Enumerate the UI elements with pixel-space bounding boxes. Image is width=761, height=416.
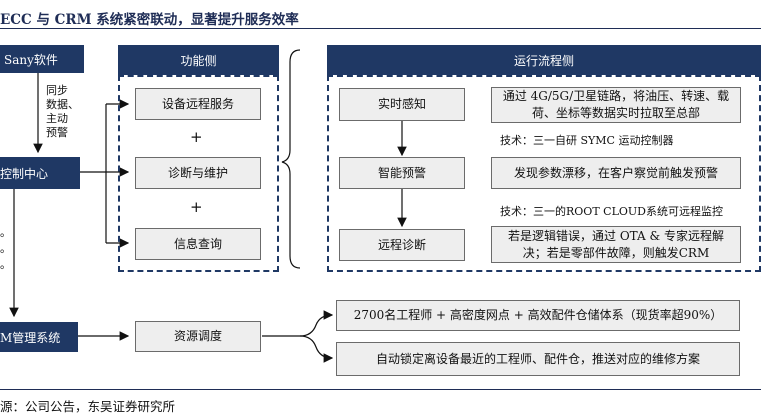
process-panel-header: 运行流程侧 bbox=[327, 45, 761, 75]
sany-software-box: Sany软件 bbox=[0, 45, 84, 73]
process-step-warning: 智能预警 bbox=[339, 157, 465, 189]
process-step-warning-desc: 发现参数漂移，在客户察觉前触发预警 bbox=[491, 157, 741, 189]
plus-sign: + bbox=[190, 128, 203, 146]
footer-divider bbox=[0, 389, 761, 390]
tech-note-root-cloud: 技术：三一的ROOT CLOUD系统可远程监控 bbox=[500, 205, 723, 218]
side-char: 。 bbox=[0, 226, 11, 239]
sync-label: 同步 数据、 主动 预警 bbox=[46, 84, 79, 140]
sync-label-line: 预警 bbox=[46, 126, 68, 139]
function-item-diagnosis: 诊断与维护 bbox=[135, 157, 261, 189]
resource-output-engineers: 2700名工程师 + 高密度网点 + 高效配件仓储体系（现货率超90%） bbox=[336, 300, 740, 331]
process-panel bbox=[327, 75, 761, 272]
source-note: 源：公司公告，东吴证券研究所 bbox=[0, 399, 176, 414]
function-item-info-query: 信息查询 bbox=[135, 228, 261, 260]
function-panel-header: 功能侧 bbox=[118, 45, 279, 75]
function-panel bbox=[118, 75, 279, 272]
title-divider bbox=[0, 28, 761, 29]
page-title: ECC 与 CRM 系统紧密联动，显著提升服务效率 bbox=[0, 12, 299, 28]
tech-note-symc: 技术：三一自研 SYMC 运动控制器 bbox=[500, 134, 674, 147]
resource-scheduling-box: 资源调度 bbox=[135, 321, 261, 352]
control-center-box: 控制中心 bbox=[0, 157, 80, 189]
sync-label-line: 同步 bbox=[46, 84, 68, 97]
plus-sign: + bbox=[190, 198, 203, 216]
process-step-perception: 实时感知 bbox=[339, 88, 465, 121]
resource-output-dispatch: 自动锁定离设备最近的工程师、配件仓，推送对应的维修方案 bbox=[336, 342, 740, 376]
sync-label-line: 主动 bbox=[46, 112, 68, 125]
side-char: 。 bbox=[0, 258, 11, 271]
process-step-perception-desc: 通过 4G/5G/卫星链路，将油压、转速、载荷、坐标等数据实时拉取至总部 bbox=[491, 87, 741, 123]
process-step-diagnosis-desc: 若是逻辑错误，通过 OTA & 专家远程解决；若是零部件故障，则触发CRM bbox=[491, 226, 741, 263]
side-chars: 。 。 。 bbox=[0, 226, 11, 272]
side-char: 。 bbox=[0, 242, 11, 255]
process-step-diagnosis: 远程诊断 bbox=[339, 229, 465, 261]
function-item-remote-service: 设备远程服务 bbox=[135, 88, 261, 120]
management-system-box: M管理系统 bbox=[0, 322, 78, 352]
sync-label-line: 数据、 bbox=[46, 98, 79, 111]
